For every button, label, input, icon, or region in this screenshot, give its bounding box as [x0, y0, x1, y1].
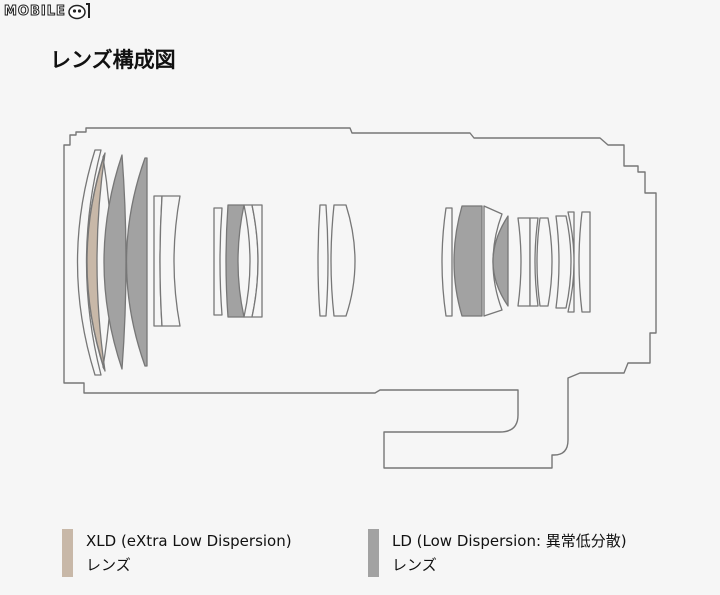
- lens-element-rear-2: [529, 217, 539, 307]
- lens-element-rear-4: [555, 215, 572, 309]
- lens-element-rear-5: [567, 211, 575, 313]
- legend-label-ld: LD (Low Dispersion: 異常低分散): [392, 532, 627, 550]
- lens-element-g4-2: [330, 204, 356, 317]
- legend-swatch-xld: [62, 529, 73, 577]
- lens-element-g3-ld: [225, 204, 245, 318]
- legend-label-xld: XLD (eXtra Low Dispersion): [86, 532, 292, 550]
- lens-barrel-outline: [63, 127, 657, 469]
- lens-element-ld-1: [103, 154, 127, 370]
- legend-sublabel-ld: レンズ: [392, 556, 437, 574]
- lens-element-rear-6: [578, 211, 591, 313]
- lens-element-front-meniscus: [76, 149, 102, 376]
- page-title: レンズ構成図: [50, 48, 176, 72]
- lens-element-g3-1: [213, 207, 223, 316]
- mobile01-watermark: MOBILE: [4, 2, 92, 20]
- lens-element-rear-1: [517, 217, 531, 307]
- watermark-logo-icon: [68, 3, 90, 20]
- lens-element-g3-3: [251, 204, 263, 318]
- legend-sublabel-xld: レンズ: [86, 556, 131, 574]
- lens-element-g5-ld-1: [453, 205, 483, 317]
- lens-element-rear-3: [536, 217, 553, 307]
- lens-element-g2-2: [159, 195, 181, 327]
- lens-element-g4-1: [317, 204, 329, 317]
- lens-element-ld-2: [125, 157, 148, 367]
- lens-element-g5-ld-2: [492, 215, 509, 307]
- legend-swatch-ld: [368, 529, 379, 577]
- watermark-text: MOBILE: [4, 3, 66, 19]
- lens-element-g5-1: [441, 207, 453, 317]
